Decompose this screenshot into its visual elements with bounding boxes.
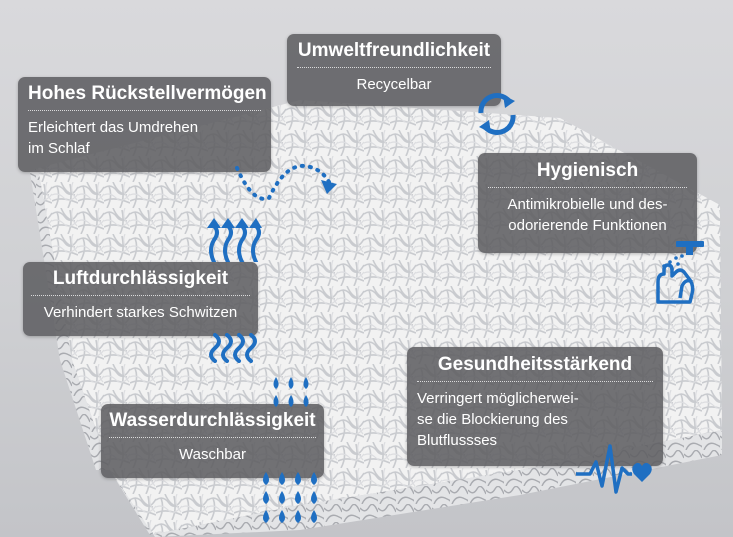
card-gesundheitsstaerkend: Gesundheitsstärkend Verringert möglicher… — [407, 347, 663, 466]
card-description-line-2: im Schlaf — [28, 140, 90, 157]
card-hygienisch: Hygienisch Antimikrobielle und des- odor… — [478, 153, 697, 253]
water-drops-icon — [273, 377, 309, 407]
card-wasserdurchlaessigkeit: Wasserdurchlässigkeit Waschbar — [101, 404, 324, 478]
airflow-arrows-icon — [207, 218, 262, 262]
card-title: Umweltfreundlichkeit — [297, 40, 491, 61]
card-description-line-2: odorierende Funktionen — [508, 217, 667, 234]
card-description-line-3: Blutflussses — [417, 432, 498, 449]
card-luftdurchlaessigkeit: Luftdurchlässigkeit Verhindert starkes S… — [23, 262, 258, 336]
card-title: Luftdurchlässigkeit — [52, 268, 229, 289]
card-rueckstellvermoegen: Hohes Rückstellvermögen Erleichtert das … — [18, 77, 271, 172]
card-description-line-2: se die Blockierung des — [417, 411, 568, 428]
divider — [297, 67, 491, 68]
divider — [28, 110, 261, 111]
heartbeat-icon — [576, 444, 652, 494]
card-description: Verhindert starkes Schwitzen — [43, 304, 238, 321]
bounce-arrow-icon — [235, 163, 337, 201]
recycle-icon — [478, 93, 516, 135]
card-title: Hohes Rückstellvermögen — [28, 83, 267, 104]
divider — [488, 187, 687, 188]
divider — [109, 437, 316, 438]
wavy-lines-icon — [209, 333, 257, 363]
card-title: Gesundheitsstärkend — [437, 354, 633, 375]
card-title: Wasserdurchlässigkeit — [109, 410, 316, 431]
divider — [31, 295, 250, 296]
water-drops-bottom-icon — [263, 472, 317, 523]
card-description-line-1: Erleichtert das Umdrehen — [28, 119, 199, 136]
card-description: Recycelbar — [356, 76, 432, 93]
card-description-line-1: Verringert möglicherwei- — [417, 390, 579, 407]
hand-spray-icon — [656, 241, 704, 304]
card-description-line-1: Antimikrobielle und des- — [507, 196, 668, 213]
divider — [417, 381, 653, 382]
card-title: Hygienisch — [536, 160, 639, 181]
card-umweltfreundlichkeit: Umweltfreundlichkeit Recycelbar — [287, 34, 501, 106]
card-description: Waschbar — [179, 446, 246, 463]
